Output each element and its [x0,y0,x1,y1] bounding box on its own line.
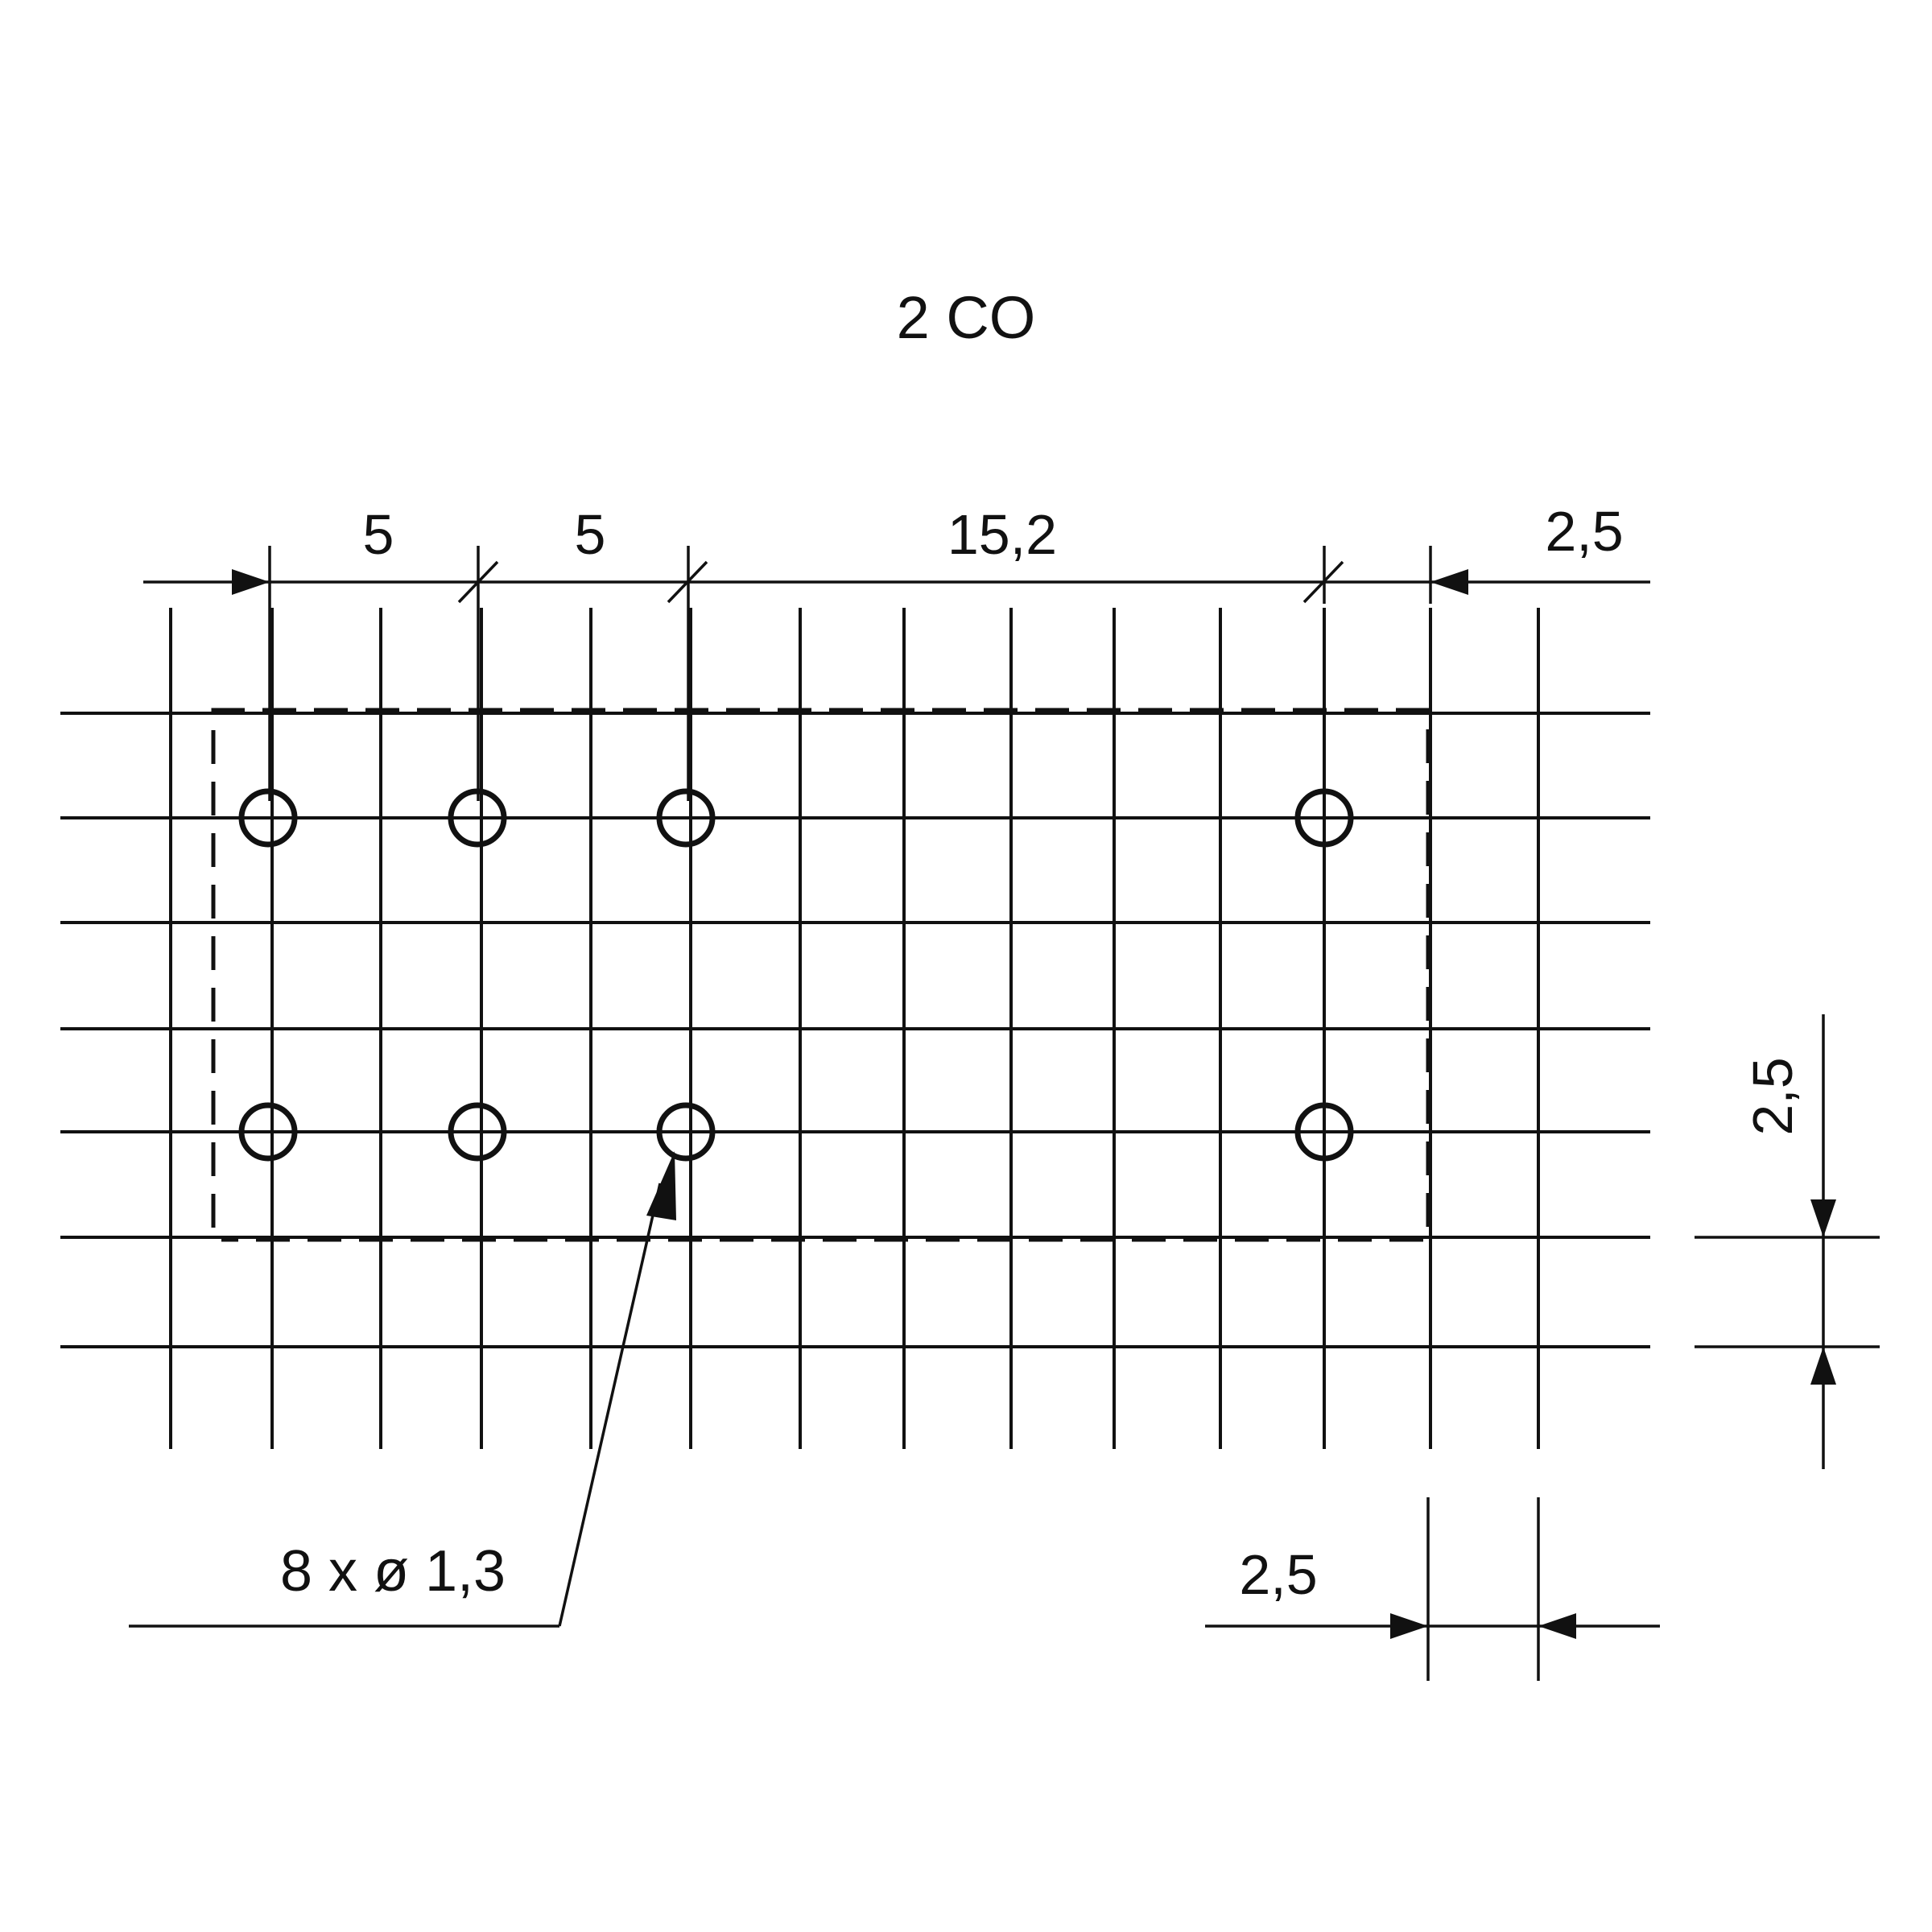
arrowhead-down [1810,1199,1836,1237]
extension-lines [268,546,1432,801]
diagram-title: 2 CO [897,284,1036,351]
hole-callout-leader [129,1183,662,1628]
dimension-label-pitch-2: 5 [575,503,606,566]
hole [656,788,716,848]
dimension-label-grid-vertical: 2,5 [1741,1057,1804,1135]
hole-pattern [238,788,1354,1162]
grid-horizontal-lines [60,712,1650,1348]
arrowhead-up [1810,1347,1836,1385]
arrowhead-left [1430,569,1468,595]
leader-diagonal [558,1183,662,1627]
dimension-label-edge-right: 2,5 [1545,500,1623,563]
dimension-label-pitch-1: 5 [363,503,394,566]
hole [448,1102,507,1162]
top-dimension-chain [143,560,1650,604]
dimension-label-pitch-3: 15,2 [947,503,1057,566]
hole [1294,788,1354,848]
hole [238,788,298,848]
arrowhead-left [1538,1613,1576,1639]
horizontal-grid-dimension [1205,1497,1660,1681]
hole-callout-label: 8 x ø 1,3 [280,1539,506,1604]
hole [448,788,507,848]
hole [1294,1102,1354,1162]
dimension-label-grid-horizontal: 2,5 [1239,1543,1317,1606]
reference-grid [60,608,1650,1449]
hole [238,1102,298,1162]
tick-mark [457,560,499,604]
arrowhead-right [232,569,270,595]
leader-arrowhead [646,1151,676,1220]
hole [656,1102,716,1162]
arrowhead-right [1390,1613,1428,1639]
vertical-grid-dimension [1695,1014,1880,1469]
tick-mark [667,560,708,604]
component-outline [211,708,1430,1242]
tick-mark [1302,560,1344,604]
